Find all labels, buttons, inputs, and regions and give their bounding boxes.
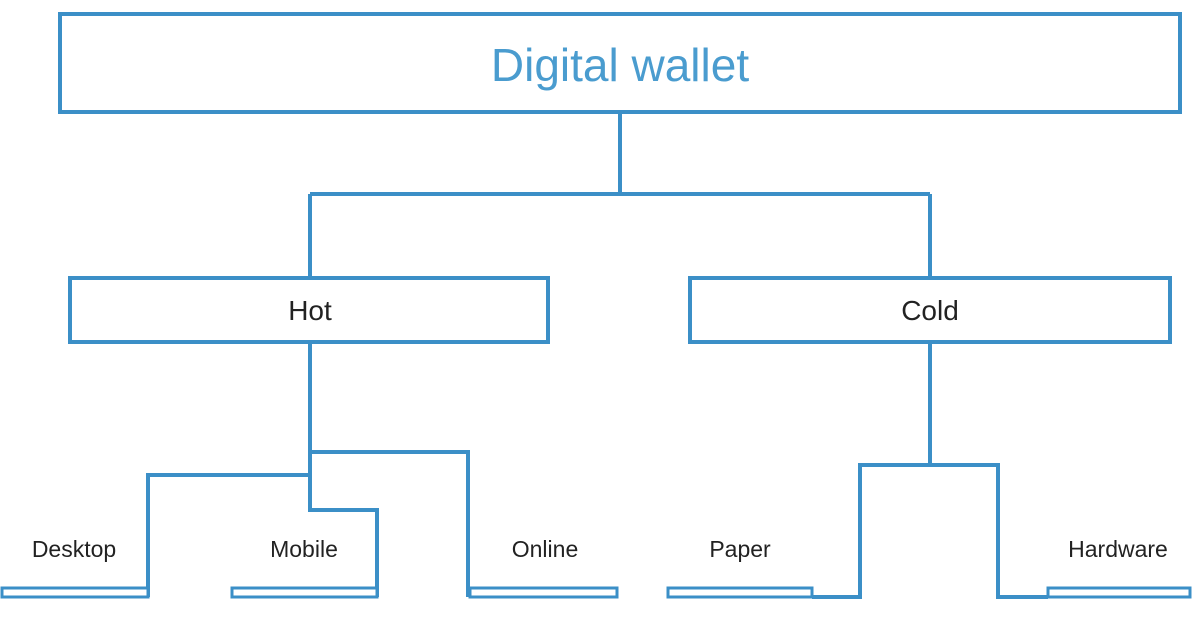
- root-label: Digital wallet: [491, 39, 749, 91]
- connector-cold-to-leaves: [812, 342, 1048, 599]
- category-label-cold: Cold: [901, 295, 959, 326]
- leaf-label-hardware: Hardware: [1068, 536, 1168, 562]
- connector-root-to-categories: [308, 112, 932, 278]
- root-node: Digital wallet: [58, 12, 1182, 114]
- leaf-label-paper: Paper: [709, 536, 771, 562]
- leaf-label-online: Online: [512, 536, 578, 562]
- leaf-node-online: Online: [468, 536, 619, 599]
- category-node-cold: Cold: [688, 276, 1172, 344]
- leaf-label-mobile: Mobile: [270, 536, 338, 562]
- connector-hot-to-leaves: [146, 342, 470, 597]
- category-node-hot: Hot: [68, 276, 550, 344]
- leaf-node-desktop: Desktop: [0, 536, 150, 599]
- leaf-node-hardware: Hardware: [1046, 536, 1192, 599]
- category-label-hot: Hot: [288, 295, 332, 326]
- leaf-node-mobile: Mobile: [230, 536, 379, 599]
- leaf-label-desktop: Desktop: [32, 536, 116, 562]
- leaf-node-paper: Paper: [666, 536, 814, 599]
